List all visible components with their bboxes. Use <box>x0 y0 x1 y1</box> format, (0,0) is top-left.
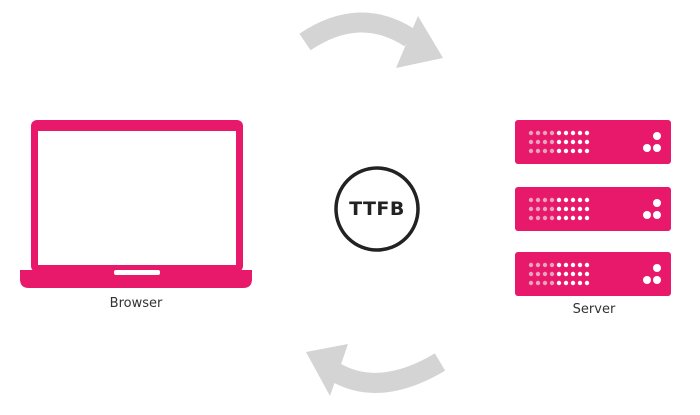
server-unit <box>515 252 671 296</box>
ttfb-circle <box>334 166 420 252</box>
server-unit <box>515 120 671 164</box>
response-arrow-icon <box>306 344 446 396</box>
browser-label: Browser <box>109 296 163 311</box>
server-label: Server <box>572 302 616 317</box>
server-unit <box>515 187 671 231</box>
ttfb-label: TTFB <box>349 198 405 220</box>
request-arrow-icon <box>299 12 443 68</box>
server-rack-icon <box>515 120 671 296</box>
laptop-icon <box>20 120 252 288</box>
